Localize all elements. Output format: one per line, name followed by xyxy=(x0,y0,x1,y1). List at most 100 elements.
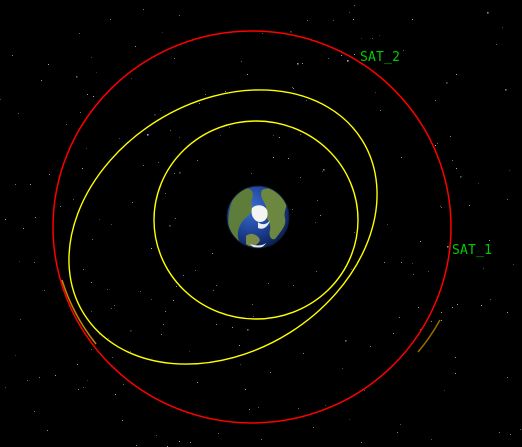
sat-2-label[interactable]: SAT_2 xyxy=(360,50,401,65)
star xyxy=(441,207,442,208)
star xyxy=(190,442,191,443)
star xyxy=(49,174,50,175)
star xyxy=(175,218,176,219)
star xyxy=(323,169,325,171)
star xyxy=(258,407,259,408)
star xyxy=(351,269,352,270)
star xyxy=(298,408,299,409)
star xyxy=(303,353,304,354)
star xyxy=(251,173,252,174)
star xyxy=(87,380,88,381)
star xyxy=(300,177,301,178)
star xyxy=(444,390,445,391)
star xyxy=(140,291,141,292)
star xyxy=(41,80,42,81)
star xyxy=(413,274,414,275)
sat-2-orbit-highlight xyxy=(61,279,97,345)
star xyxy=(399,317,400,318)
star xyxy=(307,20,308,21)
star xyxy=(469,205,470,206)
star xyxy=(455,373,456,374)
star xyxy=(34,262,35,263)
star xyxy=(380,110,381,111)
star xyxy=(456,74,457,75)
star xyxy=(412,263,413,264)
star xyxy=(341,55,342,56)
star xyxy=(60,206,61,207)
star xyxy=(197,382,198,383)
star xyxy=(262,33,263,34)
star xyxy=(239,345,240,346)
star xyxy=(370,346,371,347)
star xyxy=(143,9,144,10)
star xyxy=(315,222,316,223)
star xyxy=(55,375,56,376)
star xyxy=(441,320,442,321)
star xyxy=(174,173,175,174)
star xyxy=(428,271,429,272)
sat-1-orbit[interactable] xyxy=(18,34,429,420)
earth-landmass-greenland xyxy=(246,233,260,247)
star xyxy=(15,184,16,185)
star xyxy=(354,232,355,233)
star xyxy=(91,282,92,283)
star xyxy=(247,329,249,331)
star xyxy=(163,324,164,325)
earth-globe[interactable] xyxy=(226,185,290,249)
star xyxy=(92,239,93,240)
star xyxy=(317,200,318,201)
star xyxy=(158,162,159,163)
star xyxy=(320,215,321,216)
star xyxy=(119,138,120,139)
star xyxy=(82,168,83,169)
star xyxy=(302,63,303,64)
star xyxy=(401,157,402,158)
star xyxy=(205,94,206,95)
star xyxy=(418,307,419,308)
star xyxy=(437,143,438,144)
star xyxy=(189,351,190,352)
star xyxy=(450,136,451,137)
star xyxy=(300,134,301,135)
star xyxy=(293,285,294,286)
star xyxy=(131,78,132,79)
star xyxy=(393,333,394,334)
star xyxy=(520,429,521,430)
star xyxy=(328,58,329,59)
sat-2-orbit[interactable] xyxy=(52,30,452,424)
star xyxy=(322,171,323,172)
star xyxy=(273,157,274,158)
star xyxy=(316,271,317,272)
star xyxy=(270,372,271,373)
star xyxy=(91,311,92,312)
star xyxy=(361,38,362,39)
inner-orbit[interactable] xyxy=(153,120,359,320)
star xyxy=(122,420,123,421)
star xyxy=(179,137,180,138)
star xyxy=(472,246,473,247)
star xyxy=(107,289,108,290)
star xyxy=(509,170,510,171)
star xyxy=(111,308,112,309)
star xyxy=(412,19,413,20)
star xyxy=(123,384,124,385)
star xyxy=(435,145,436,146)
star xyxy=(279,137,280,138)
sat-1-label[interactable]: SAT_1 xyxy=(452,243,493,258)
star xyxy=(212,253,213,254)
star xyxy=(502,27,503,28)
star xyxy=(354,54,355,55)
star xyxy=(147,134,149,136)
star xyxy=(349,12,350,13)
star xyxy=(232,327,233,328)
star xyxy=(420,241,421,242)
star xyxy=(173,300,174,301)
star xyxy=(349,419,350,420)
star xyxy=(455,357,456,358)
star xyxy=(112,357,113,358)
star xyxy=(30,184,31,185)
star xyxy=(347,60,349,62)
star xyxy=(252,304,253,305)
star xyxy=(440,206,441,207)
